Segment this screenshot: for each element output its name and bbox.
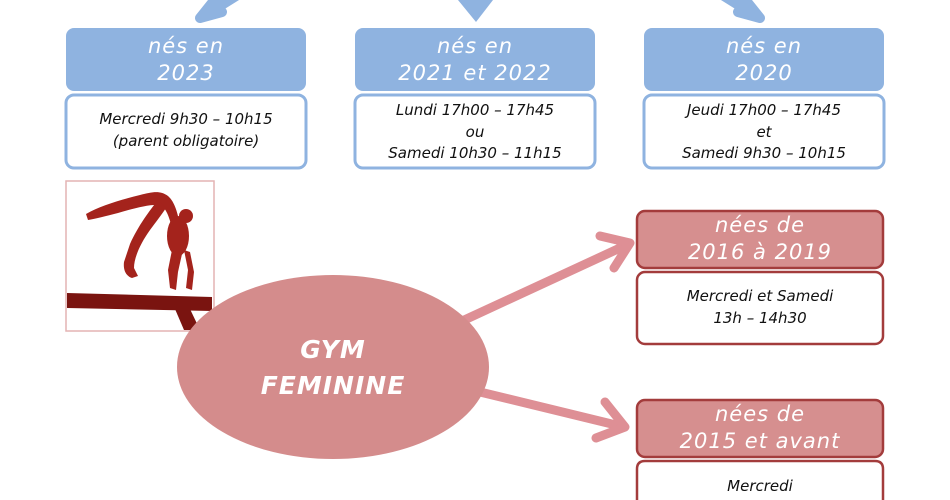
pink-group-2016-2019: nées de 2016 à 2019 Mercredi et Samedi 1…	[635, 209, 885, 346]
schedule-line1: Jeudi 17h00 – 17h45	[684, 101, 841, 119]
beam	[67, 293, 212, 311]
arrow-to-2020	[721, 0, 765, 23]
schedule-line2: et	[756, 123, 772, 141]
pink-header-line1: nées de	[715, 213, 805, 237]
center-line2: FEMININE	[261, 371, 406, 400]
blue-header-line2: 2020	[735, 61, 792, 85]
arrow-to-2021-2022	[458, 0, 493, 22]
blue-header-line2: 2023	[157, 61, 214, 85]
blue-schedule-box	[642, 93, 886, 170]
blue-header-line2: 2021 et 2022	[398, 61, 551, 85]
schedule-line1: Mercredi 9h30 – 10h15	[99, 110, 272, 128]
blue-schedule-box	[64, 93, 308, 170]
pink-schedule-box	[635, 270, 885, 346]
blue-group-2020: nés en 2020 Jeudi 17h00 – 17h45 et Samed…	[642, 28, 886, 170]
arrow-to-2023	[195, 0, 239, 23]
schedule-line1: Mercredi et Samedi	[687, 287, 834, 305]
blue-header-box	[66, 28, 306, 91]
schedule-line2: (parent obligatoire)	[113, 132, 259, 150]
blue-group-2023: nés en 2023 Mercredi 9h30 – 10h15 (paren…	[64, 28, 308, 170]
pink-header-box	[635, 398, 885, 459]
pink-group-2015: nées de 2015 et avant Mercredi	[635, 398, 885, 500]
ellipse-shape	[177, 275, 489, 459]
arrow-to-2016-2019	[455, 243, 625, 327]
blue-schedule-box	[353, 93, 597, 170]
gymnast-on-beam-icon	[65, 180, 215, 332]
center-line1: GYM	[300, 335, 366, 364]
pink-schedule-box	[635, 459, 885, 500]
schedule-line1: Lundi 17h00 – 17h45	[396, 101, 554, 119]
center-ellipse: GYM FEMININE	[177, 275, 489, 459]
schedule-line3: Samedi 10h30 – 11h15	[388, 144, 561, 162]
blue-header-line1: nés en	[148, 34, 224, 58]
pink-arrows	[455, 231, 635, 443]
blue-header-box	[644, 28, 884, 91]
schedule-line2: 13h – 14h30	[713, 309, 806, 327]
arrow-to-2015	[475, 387, 625, 431]
blue-header-line1: nés en	[437, 34, 513, 58]
schedule-line3: Samedi 9h30 – 10h15	[682, 144, 846, 162]
blue-header-line1: nés en	[726, 34, 802, 58]
blue-group-2021-2022: nés en 2021 et 2022 Lundi 17h00 – 17h45 …	[353, 28, 597, 170]
pink-header-line2: 2015 et avant	[680, 429, 841, 453]
pink-header-line2: 2016 à 2019	[688, 240, 832, 264]
pink-header-box	[635, 209, 885, 270]
pink-header-line1: nées de	[715, 402, 805, 426]
schedule-line2: ou	[466, 123, 485, 141]
blue-header-box	[355, 28, 595, 91]
schedule-line1: Mercredi	[727, 477, 794, 495]
top-arrows	[195, 0, 765, 23]
beam-leg	[175, 309, 200, 330]
